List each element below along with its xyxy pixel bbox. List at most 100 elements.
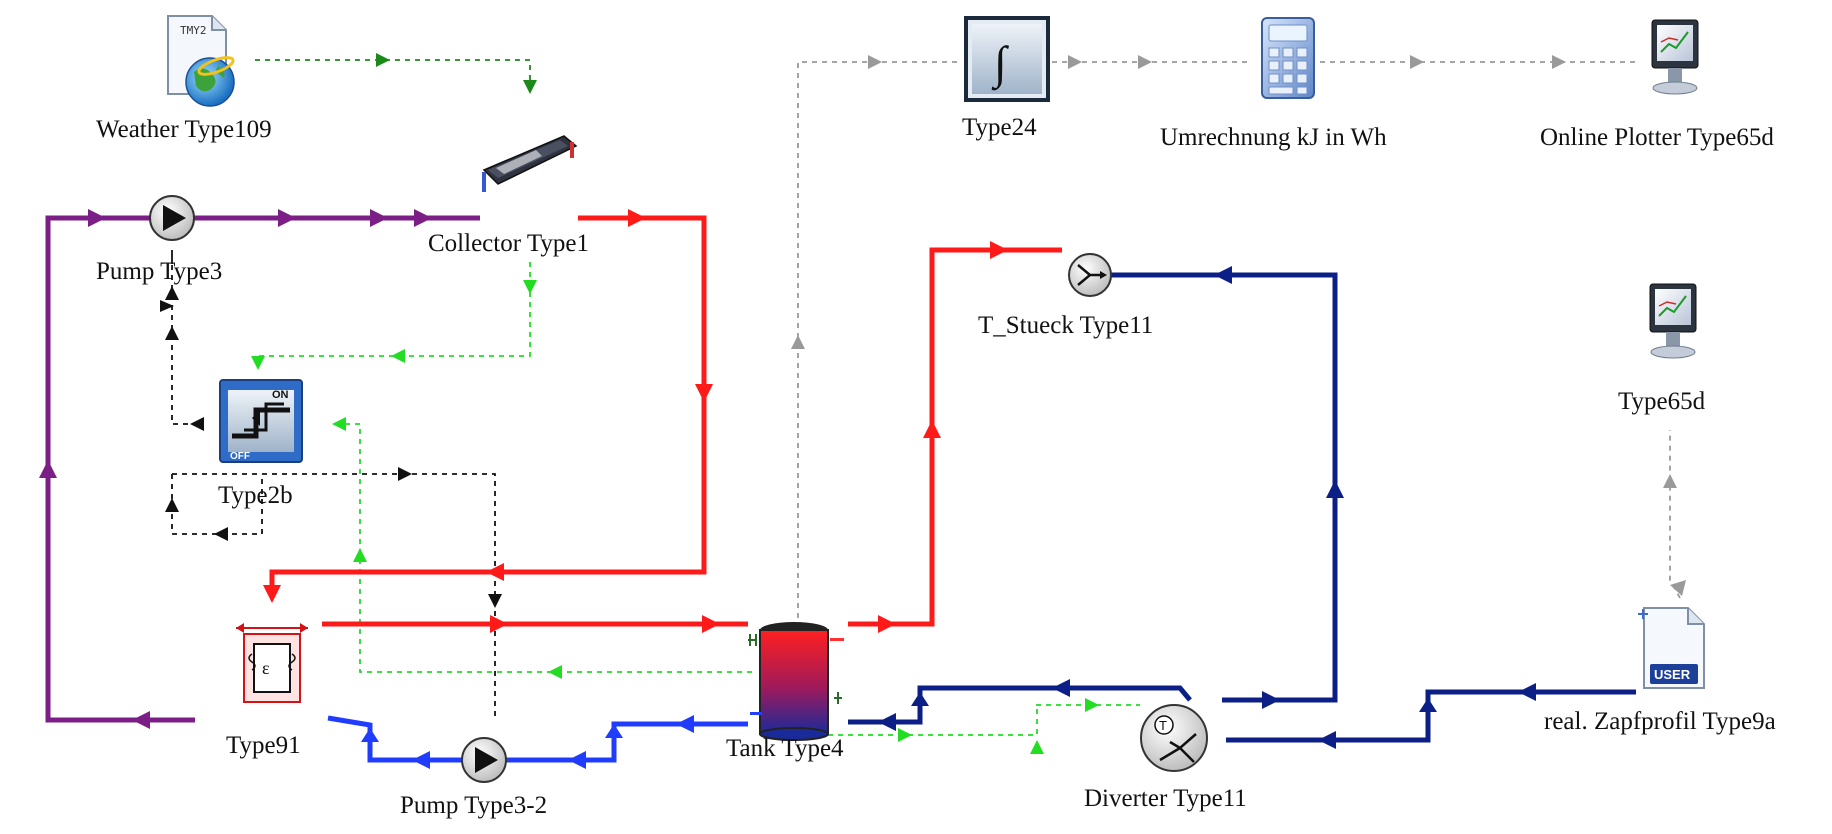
arrow-icon xyxy=(414,209,432,227)
arrow-icon xyxy=(488,594,502,608)
tee-piece-icon[interactable] xyxy=(1068,253,1112,297)
label-calc: Umrechnung kJ in Wh xyxy=(1160,124,1387,151)
arrow-icon xyxy=(523,280,537,294)
on-off-controller-icon[interactable]: ON OFF xyxy=(219,379,303,463)
label-hx: Type91 xyxy=(226,732,301,759)
signal-weather-to-collector[interactable] xyxy=(255,53,537,95)
arrow-icon xyxy=(911,692,929,706)
tmy-badge: TMY2 xyxy=(180,24,207,37)
pipe-tank-to-hx-return[interactable] xyxy=(327,715,748,769)
arrow-icon xyxy=(278,209,296,227)
signal-profile-to-plotter[interactable] xyxy=(1663,430,1686,599)
arrow-icon xyxy=(628,209,646,227)
pipe-hx-to-tank[interactable] xyxy=(322,615,748,633)
arrow-icon xyxy=(1138,55,1152,69)
arrow-icon xyxy=(878,713,896,731)
arrow-icon xyxy=(702,615,720,633)
label-controller: Type2b xyxy=(218,482,293,509)
arrow-icon xyxy=(39,460,57,478)
pump-icon[interactable] xyxy=(461,737,507,783)
arrow-icon xyxy=(361,728,379,742)
pipe-collector-to-hx[interactable] xyxy=(263,209,713,603)
arrow-icon xyxy=(353,548,367,562)
arrow-icon xyxy=(898,728,912,742)
arrow-icon xyxy=(376,53,390,67)
arrow-icon xyxy=(1663,474,1677,488)
arrow-icon xyxy=(391,349,405,363)
thermostat-badge: T xyxy=(1159,718,1167,733)
label-collector: Collector Type1 xyxy=(428,230,589,257)
pump-icon[interactable] xyxy=(149,195,195,241)
user-data-file-icon[interactable]: USER xyxy=(1638,607,1705,689)
diverter-icon[interactable]: T xyxy=(1140,704,1208,772)
label-tank: Tank Type4 xyxy=(726,735,844,762)
arrow-icon xyxy=(523,80,537,94)
label-weather: Weather Type109 xyxy=(96,116,272,143)
integral-symbol: ∫ xyxy=(991,37,1009,91)
signal-collector-to-controller[interactable] xyxy=(251,262,537,370)
label-pump2: Pump Type3-2 xyxy=(400,792,548,819)
arrow-icon xyxy=(160,300,174,312)
calculator-icon[interactable] xyxy=(1261,17,1315,99)
arrow-icon xyxy=(412,751,430,769)
integrator-icon[interactable]: ∫ xyxy=(964,16,1050,102)
arrow-icon xyxy=(605,724,623,738)
label-diverter: Diverter Type11 xyxy=(1084,785,1247,812)
arrow-icon xyxy=(1419,698,1437,712)
arrow-icon xyxy=(568,751,586,769)
arrow-icon xyxy=(132,711,150,729)
arrow-icon xyxy=(548,665,562,679)
arrow-icon xyxy=(1552,55,1566,69)
arrow-icon xyxy=(878,615,896,633)
user-badge: USER xyxy=(1654,667,1691,682)
arrow-icon xyxy=(1518,683,1536,701)
arrow-icon xyxy=(695,384,713,402)
signal-tank-to-controller[interactable] xyxy=(330,417,752,679)
pipe-profile-to-diverter[interactable] xyxy=(1226,683,1636,749)
arrow-icon xyxy=(990,241,1008,259)
signal-tank-to-diverter[interactable] xyxy=(798,698,1140,754)
signal-controller-to-pumps[interactable] xyxy=(160,250,502,720)
arrow-icon xyxy=(791,335,805,349)
heat-exchanger-icon[interactable]: ε xyxy=(236,623,308,703)
pipe-tank-to-tee[interactable] xyxy=(848,241,1062,633)
arrow-icon xyxy=(923,420,941,438)
arrow-icon xyxy=(1214,266,1232,284)
arrow-icon xyxy=(88,209,106,227)
label-plotter2: Type65d xyxy=(1618,388,1706,415)
arrow-icon xyxy=(251,356,265,370)
arrow-icon xyxy=(214,527,228,541)
online-plotter-icon[interactable] xyxy=(1651,19,1699,95)
arrow-icon xyxy=(190,417,204,431)
storage-tank-icon[interactable] xyxy=(748,622,844,741)
arrow-icon xyxy=(676,715,694,733)
solar-collector-icon[interactable] xyxy=(482,135,578,192)
epsilon-badge: ε xyxy=(262,658,270,678)
arrow-icon xyxy=(1410,55,1424,69)
online-plotter-icon[interactable] xyxy=(1649,283,1697,359)
arrow-icon xyxy=(165,286,179,300)
arrow-icon xyxy=(490,615,508,633)
arrow-icon xyxy=(1052,679,1070,697)
on-text: ON xyxy=(272,389,289,401)
arrow-icon xyxy=(263,585,281,603)
signal-tank-to-integrator[interactable] xyxy=(791,55,1640,628)
label-plotter1: Online Plotter Type65d xyxy=(1540,124,1774,151)
arrow-icon xyxy=(165,498,179,512)
arrow-icon xyxy=(1068,55,1082,69)
arrow-icon xyxy=(1670,580,1686,596)
pipe-diverter-to-tee[interactable] xyxy=(1105,266,1344,709)
arrow-icon xyxy=(165,326,179,340)
arrow-icon xyxy=(1326,480,1344,498)
arrow-icon xyxy=(398,467,412,481)
arrow-icon xyxy=(868,55,882,69)
label-profile: real. Zapfprofil Type9a xyxy=(1544,708,1776,735)
pipe-collector-loop[interactable] xyxy=(39,209,480,729)
arrow-icon xyxy=(1262,691,1280,709)
pipe-diverter-to-tank[interactable] xyxy=(848,679,1192,731)
label-pump1: Pump Type3 xyxy=(96,258,223,285)
arrow-icon xyxy=(1085,698,1099,712)
off-text: OFF xyxy=(230,451,250,462)
weather-file-globe-icon[interactable]: TMY2 xyxy=(167,15,235,107)
